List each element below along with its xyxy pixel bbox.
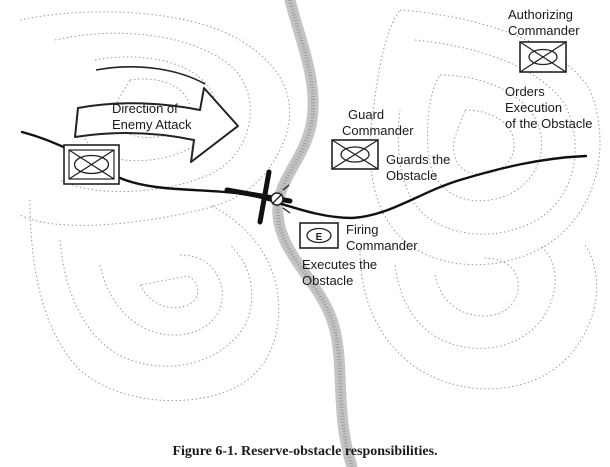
label-firing-line1: Firing (346, 222, 379, 237)
label-guard-line2: Commander (342, 123, 414, 138)
military-unit-symbol-icon (63, 144, 120, 185)
label-executes-line1: Executes the (302, 257, 377, 272)
label-orders-line1: Orders (505, 84, 545, 99)
label-guards-obstacle-line1: Guards the (386, 152, 450, 167)
label-orders-line3: of the Obstacle (505, 116, 592, 131)
river (272, 0, 358, 467)
guard-commander-symbol-icon (331, 139, 379, 170)
label-guard-line1: Guard (348, 107, 384, 122)
attack-direction-arrow-icon (74, 87, 239, 163)
firing-point-symbol-icon: E (299, 222, 339, 249)
label-firing-line2: Commander (346, 238, 418, 253)
reserve-obstacle-icon (224, 169, 293, 225)
arrow-motion-line (95, 66, 206, 85)
label-authorizing-line1: Authorizing (508, 7, 573, 22)
authorizing-commander-symbol-icon (519, 41, 567, 73)
label-direction-line1: Direction of (112, 101, 178, 116)
label-direction-line2: Enemy Attack (112, 117, 192, 132)
label-executes-line2: Obstacle (302, 273, 353, 288)
label-authorizing-line2: Commander (508, 23, 580, 38)
label-guards-obstacle-line2: Obstacle (386, 168, 437, 183)
label-orders-line2: Execution (505, 100, 562, 115)
figure-caption: Figure 6-1. Reserve-obstacle responsibil… (172, 444, 437, 459)
firing-symbol-letter: E (316, 232, 323, 243)
